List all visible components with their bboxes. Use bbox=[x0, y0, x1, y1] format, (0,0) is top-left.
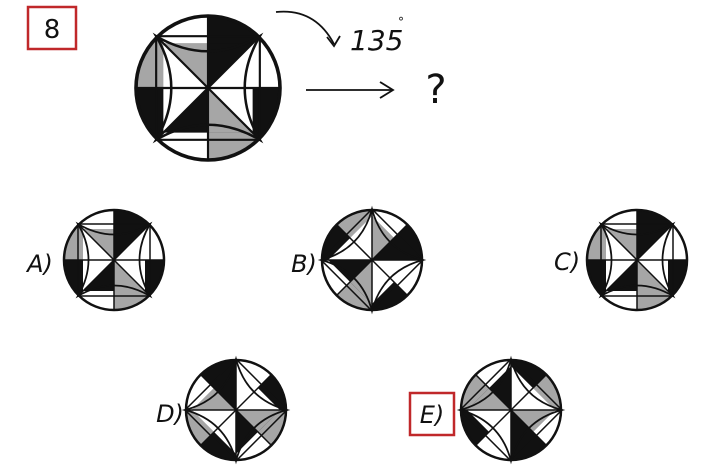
option-b-figure[interactable] bbox=[300, 188, 444, 332]
answer-box bbox=[408, 391, 456, 437]
right-arrowhead-icon bbox=[379, 81, 395, 99]
option-c-label: C) bbox=[554, 248, 580, 276]
option-d-figure[interactable] bbox=[164, 338, 308, 466]
option-d-label: D) bbox=[156, 400, 184, 428]
option-b-label: B) bbox=[291, 250, 317, 278]
curved-arrow-icon bbox=[275, 10, 335, 45]
curved-arrowhead-icon bbox=[326, 35, 341, 48]
option-a-figure[interactable] bbox=[62, 208, 166, 312]
option-c-figure[interactable] bbox=[585, 208, 689, 312]
rotation-label: 135 bbox=[350, 24, 403, 57]
option-e-label: E) bbox=[420, 401, 445, 429]
puzzle-number: 8 bbox=[44, 15, 61, 45]
option-a-label: A) bbox=[25, 250, 53, 278]
puzzle-number-box bbox=[26, 5, 78, 51]
option-e-figure[interactable] bbox=[439, 338, 583, 466]
main-figure bbox=[134, 14, 282, 162]
degree-mark: ° bbox=[398, 15, 404, 29]
question-mark: ? bbox=[425, 67, 446, 113]
